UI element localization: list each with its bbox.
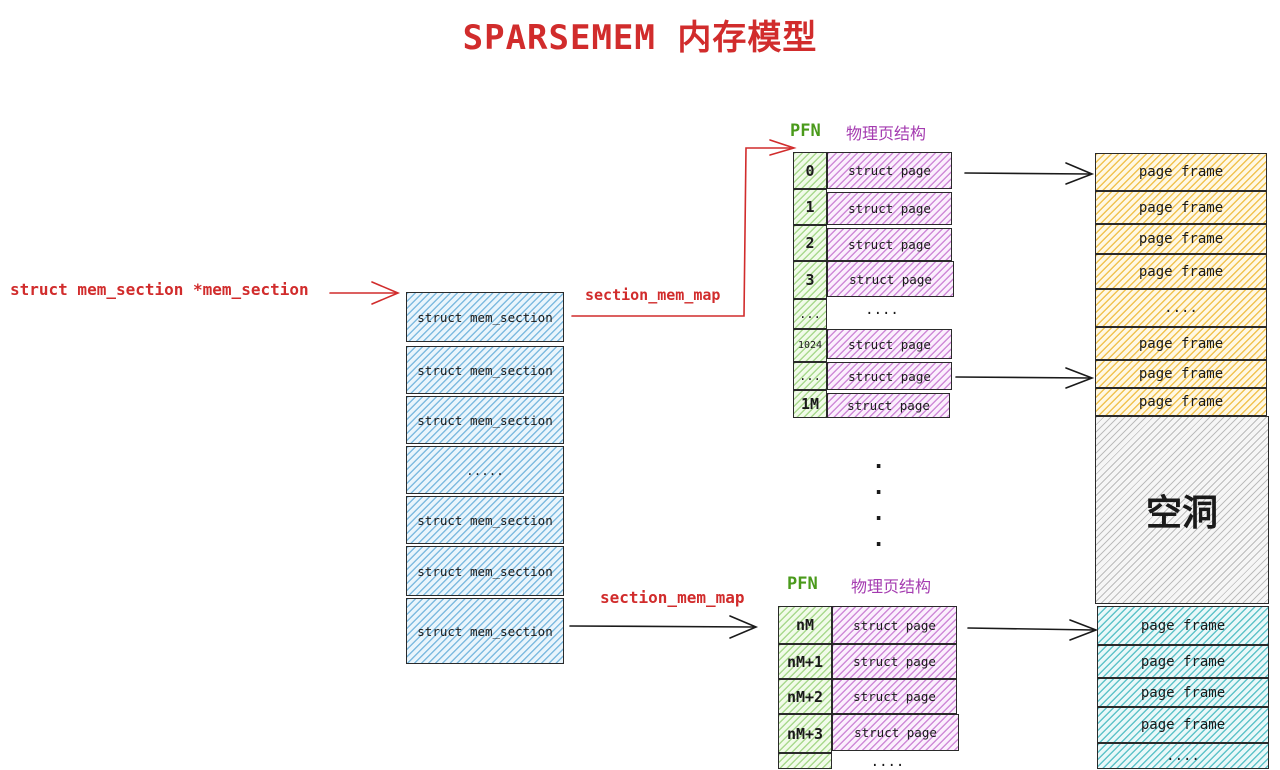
struct-page-cell: struct page [827,362,952,390]
struct-page-cell: struct page [827,261,954,297]
section-mem-map-label-top: section_mem_map [585,286,721,304]
section-mem-map-label-bottom: section_mem_map [600,588,745,607]
struct-page-cell: struct page [832,679,957,714]
struct-page-cell: struct page [832,714,959,751]
struct-page-ellipsis: .... [865,302,899,318]
pfn-cell: 1024 [793,329,827,362]
mem-section-box: struct mem_section [406,396,564,444]
pfn-header-bottom: PFN [787,574,818,594]
page-frame: page frame [1095,327,1267,360]
pointer-arrow-head [371,281,401,305]
page-frame-ellipsis: .... [1095,289,1267,327]
section-mem-map-arrow-head [769,139,797,156]
mem-section-box: struct mem_section [406,496,564,544]
page-frame: page frame [1097,645,1269,678]
pfn-cell-ellipsis: ... [793,362,827,390]
page-frame: page frame [1095,388,1267,416]
pfn-cell: 3 [793,261,827,299]
page-title: SPARSEMEM 内存模型 [462,18,818,58]
vertical-ellipsis: ···· [872,455,886,558]
struct-page-cell: struct page [827,393,950,418]
page-struct-header-top: 物理页结构 [846,124,927,143]
struct-page-cell: struct page [832,644,957,679]
mem-section-pointer-label: struct mem_section *mem_section [10,280,309,299]
struct-page-cell: struct page [827,152,952,189]
page-frame: page frame [1095,224,1267,254]
page-frame: page frame [1097,707,1269,743]
struct-page-cell: struct page [832,606,957,644]
struct-page-cell: struct page [827,329,952,359]
pfn-header-top: PFN [790,121,821,141]
mem-section-box-ellipsis: ..... [406,446,564,494]
page-frame: page frame [1097,606,1269,645]
page-struct-header-bottom: 物理页结构 [851,577,932,596]
mem-section-box: struct mem_section [406,346,564,394]
page-frame: page frame [1095,254,1267,289]
pfn-cell: nM+3 [778,714,832,753]
section-mem-map-arrow-line [571,147,791,317]
mem-section-box: struct mem_section [406,546,564,596]
pfn-cell: 1M [793,390,827,418]
page-frame: page frame [1097,678,1269,707]
struct-page-cell: struct page [827,192,952,225]
page-frame: page frame [1095,360,1267,388]
pfn-cell: nM+2 [778,679,832,714]
pfn-cell: nM+1 [778,644,832,679]
pfn-cell-ellipsis: ... [793,299,827,329]
pfn-cell: nM [778,606,832,644]
struct-page-ellipsis: .... [870,754,905,770]
pfn-cell: 1 [793,189,827,225]
page-frame: page frame [1095,153,1267,191]
pfn-cell: 2 [793,225,827,261]
memory-hole: 空洞 [1095,416,1269,604]
mem-section-box: struct mem_section [406,598,564,664]
page-frame: page frame [1095,191,1267,224]
pfn-cell: 0 [793,152,827,189]
mem-section-box: struct mem_section [406,292,564,342]
struct-page-cell: struct page [827,228,952,261]
